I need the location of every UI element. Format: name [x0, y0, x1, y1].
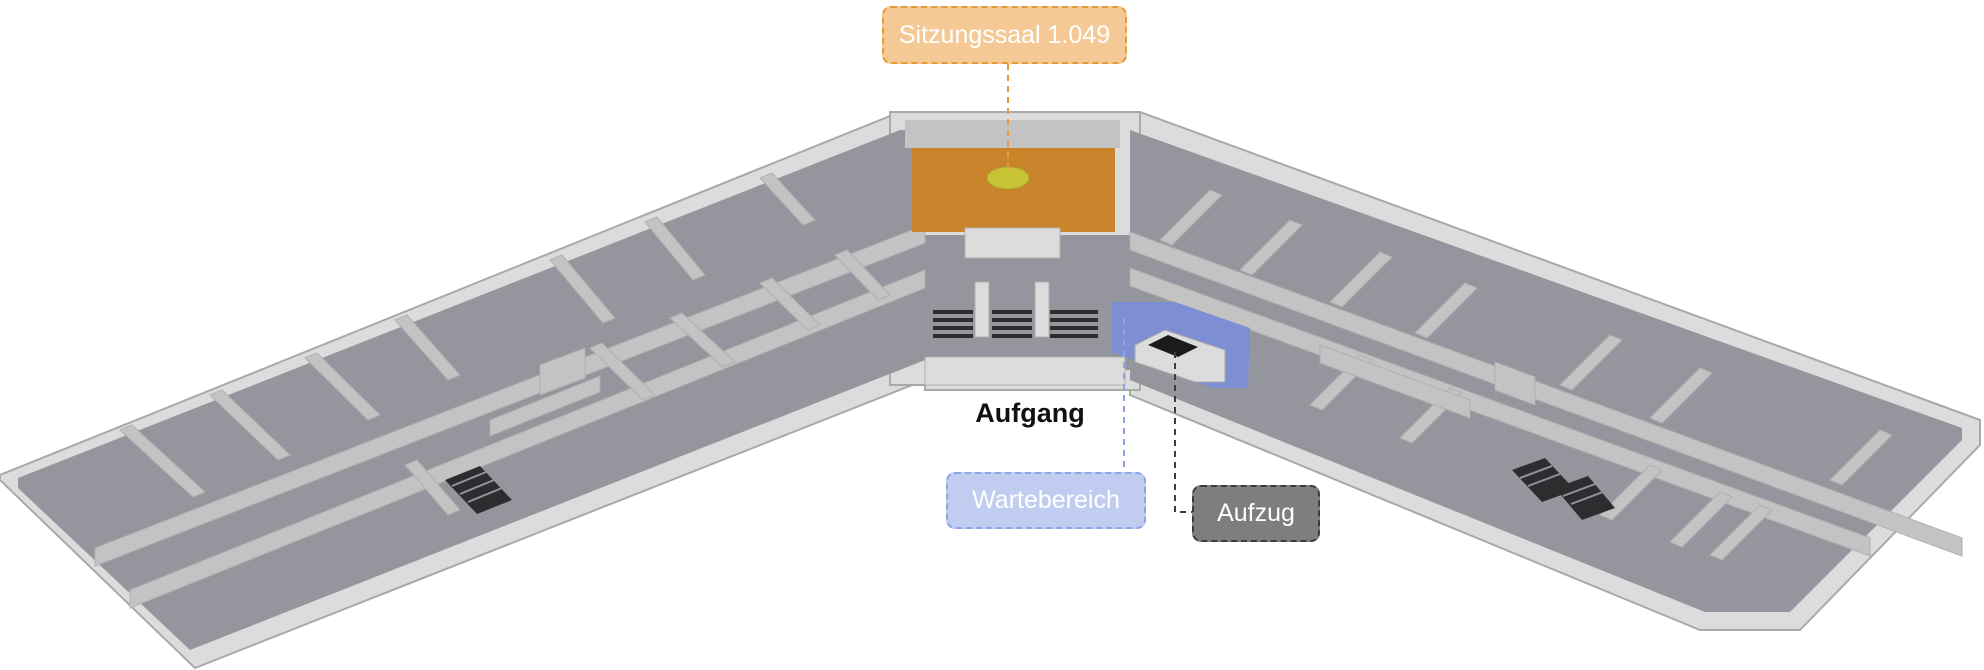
west-partition: [394, 314, 461, 381]
hall-front-wall: [924, 356, 1126, 386]
east-corridor-wall-lower: [1129, 267, 1871, 557]
east-partition: [1239, 219, 1303, 276]
east-partition: [1669, 491, 1733, 548]
elevator-callout[interactable]: Aufzug: [1192, 485, 1320, 542]
meeting-room-front-wall: [964, 227, 1061, 259]
west-partition: [549, 254, 616, 324]
west-partition: [834, 249, 891, 301]
central-stairs: [924, 281, 1126, 386]
elevator-shaft-icon[interactable]: [1148, 335, 1198, 357]
west-block: [489, 375, 601, 437]
callout-leaders: [1007, 64, 1192, 513]
east-corridor-wall-upper: [1129, 231, 1963, 557]
west-partition: [669, 312, 736, 368]
waiting-area-callout[interactable]: Wartebereich: [946, 472, 1146, 529]
east-partition: [1829, 429, 1893, 486]
west-partition: [644, 216, 706, 281]
meeting-room-back-wall: [905, 120, 1120, 148]
meeting-room[interactable]: [905, 120, 1120, 259]
west-wing-floor: [18, 130, 925, 650]
west-partition: [209, 389, 291, 461]
meeting-room-marker: [986, 166, 1030, 190]
east-partition: [1599, 464, 1663, 521]
east-partition: [1329, 251, 1393, 308]
elevator-leader: [1174, 352, 1192, 513]
elevator[interactable]: [1134, 329, 1226, 383]
east-partition: [1649, 367, 1713, 424]
west-wing-walls: [94, 172, 926, 609]
west-corridor-wall-upper: [94, 224, 926, 567]
meeting-room-floor[interactable]: [912, 148, 1115, 232]
east-block: [1494, 361, 1536, 406]
east-partition: [1709, 504, 1773, 561]
west-stairs-icon: [445, 466, 512, 514]
west-partition: [589, 342, 656, 401]
east-wing-floor: [1130, 130, 1962, 612]
east-wing-walls: [1129, 189, 1963, 561]
stairs-icon: [933, 310, 1098, 338]
hall-pillar: [1034, 281, 1050, 338]
stairway-label: Aufgang: [975, 398, 1085, 428]
west-partition: [759, 172, 816, 226]
west-partition: [304, 352, 381, 421]
west-partition: [759, 277, 821, 331]
east-partition: [1414, 282, 1478, 339]
west-partition: [119, 424, 206, 498]
east-partition: [1159, 189, 1223, 246]
stairs-stripes: [451, 465, 1604, 505]
meeting-room-callout[interactable]: Sitzungssaal 1.049: [882, 6, 1127, 64]
west-partition: [404, 459, 461, 516]
west-block: [539, 347, 586, 396]
east-block: [1319, 344, 1471, 419]
east-partition: [1559, 334, 1623, 391]
hall-pillar: [974, 281, 990, 338]
